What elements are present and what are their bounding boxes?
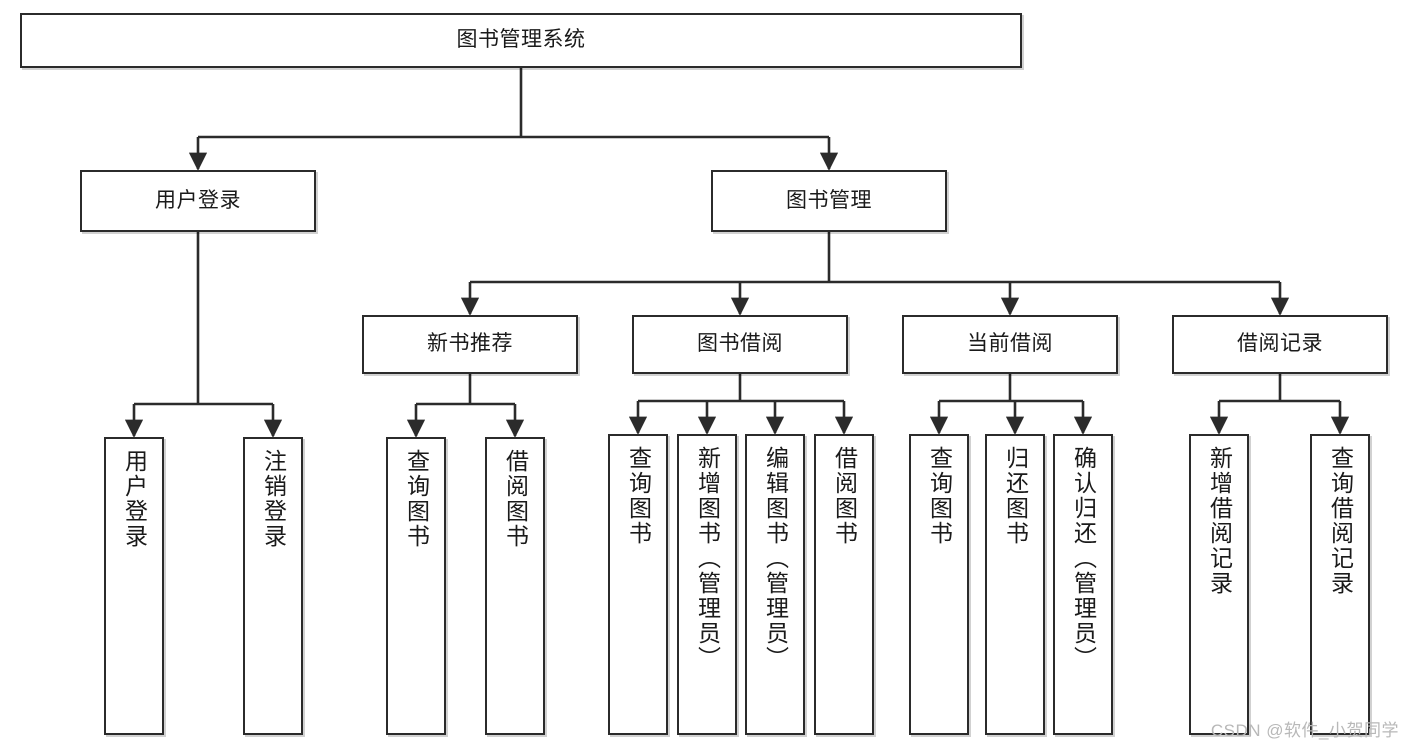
node-borrow-record[interactable]: 借阅记录	[1172, 315, 1388, 374]
node-label: 当前借阅	[967, 332, 1053, 356]
node-leaf-rec-borrow[interactable]: 借阅图书	[485, 437, 545, 735]
node-leaf-br-query[interactable]: 查询借阅记录	[1310, 434, 1370, 735]
node-label: 借阅记录	[1237, 332, 1323, 356]
node-label: 确认归还（管理员）	[1070, 446, 1097, 671]
node-label: 注销登录	[260, 449, 287, 549]
node-leaf-br-add[interactable]: 新增借阅记录	[1189, 434, 1249, 735]
node-label: 新增图书（管理员）	[694, 446, 721, 671]
node-label: 查询图书	[926, 446, 953, 546]
node-new-book-rec[interactable]: 新书推荐	[362, 315, 578, 374]
node-leaf-rec-query[interactable]: 查询图书	[386, 437, 446, 735]
node-root[interactable]: 图书管理系统	[20, 13, 1022, 68]
node-label: 用户登录	[121, 449, 148, 549]
node-label: 新增借阅记录	[1206, 446, 1233, 596]
node-label: 借阅图书	[831, 446, 858, 546]
node-leaf-cb-confirm[interactable]: 确认归还（管理员）	[1053, 434, 1113, 735]
node-leaf-user-login[interactable]: 用户登录	[104, 437, 164, 735]
node-leaf-cb-return[interactable]: 归还图书	[985, 434, 1045, 735]
node-label: 图书管理系统	[456, 28, 586, 52]
node-leaf-bb-query[interactable]: 查询图书	[608, 434, 668, 735]
node-label: 图书管理	[786, 188, 872, 212]
node-leaf-cb-query[interactable]: 查询图书	[909, 434, 969, 735]
node-label: 借阅图书	[502, 449, 529, 549]
node-label: 查询图书	[403, 449, 430, 549]
node-leaf-bb-add[interactable]: 新增图书（管理员）	[677, 434, 737, 735]
node-book-mgmt[interactable]: 图书管理	[711, 170, 947, 232]
node-leaf-bb-borrow[interactable]: 借阅图书	[814, 434, 874, 735]
node-label: 图书借阅	[697, 332, 783, 356]
node-label: 用户登录	[155, 188, 241, 212]
node-label: 查询图书	[625, 446, 652, 546]
node-current-borrow[interactable]: 当前借阅	[902, 315, 1118, 374]
node-label: 新书推荐	[427, 332, 513, 356]
node-label: 编辑图书（管理员）	[762, 446, 789, 671]
node-leaf-bb-edit[interactable]: 编辑图书（管理员）	[745, 434, 805, 735]
node-leaf-logout[interactable]: 注销登录	[243, 437, 303, 735]
node-book-borrow[interactable]: 图书借阅	[632, 315, 848, 374]
node-user-login[interactable]: 用户登录	[80, 170, 316, 232]
node-label: 查询借阅记录	[1327, 446, 1354, 596]
node-label: 归还图书	[1002, 446, 1029, 546]
